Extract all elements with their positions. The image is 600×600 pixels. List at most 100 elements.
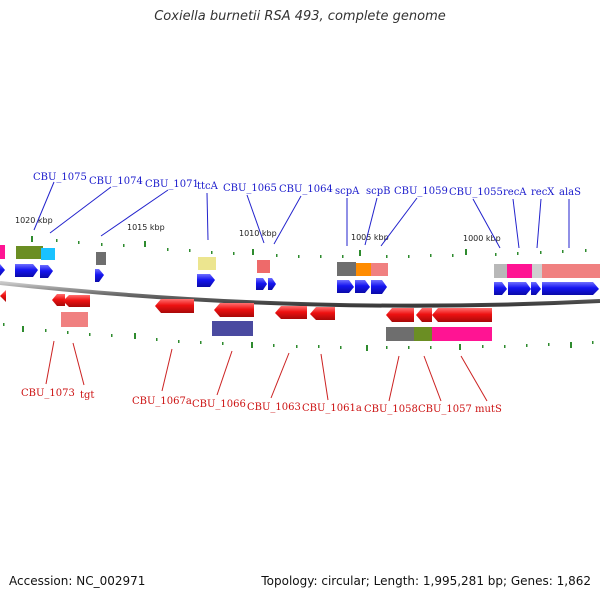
scale-tick <box>22 326 24 332</box>
scale-tick <box>89 333 91 336</box>
scale-tick <box>200 341 202 344</box>
scale-tick <box>189 249 191 252</box>
gene-label: ttcA <box>197 181 219 192</box>
scale-tick <box>251 342 253 348</box>
feature-box <box>198 257 216 270</box>
scale-tick <box>318 345 320 348</box>
leader-line <box>472 198 501 249</box>
scale-label: 1020 kbp <box>15 216 53 225</box>
leader-line <box>33 181 55 231</box>
scale-tick <box>156 338 158 341</box>
leader-lines-forward <box>33 181 570 249</box>
scale-tick <box>45 329 47 332</box>
scale-tick <box>276 254 278 257</box>
leader-line <box>460 355 488 402</box>
scale-label: 1005 kbp <box>351 233 389 242</box>
gene-label: CBU_1061a <box>302 403 362 414</box>
forward-gene-labels: CBU_1075 CBU_1074 CBU_1071 ttcA CBU_1065… <box>33 172 581 198</box>
scale-tick <box>562 250 564 253</box>
leader-line <box>423 355 442 402</box>
scale-tick <box>178 340 180 343</box>
scale-tick <box>67 331 69 334</box>
feature-box <box>532 264 542 278</box>
gene-label: CBU_1067a <box>132 396 192 407</box>
scale-tick <box>167 248 169 251</box>
scale-label: 1015 kbp <box>127 223 165 232</box>
scale-tick <box>452 254 454 257</box>
scale-tick <box>111 334 113 337</box>
gene-arrow-reverse <box>214 303 254 317</box>
scale-tick <box>430 254 432 257</box>
leader-line <box>216 350 233 396</box>
scale-tick <box>31 236 33 242</box>
gene-label: mutS <box>475 404 502 415</box>
feature-box <box>212 321 253 336</box>
scale-tick <box>3 323 5 326</box>
leader-line <box>270 352 290 399</box>
gene-arrow-reverse <box>386 308 414 322</box>
scale-tick <box>123 244 125 247</box>
gene-label: CBU_1065 <box>223 183 277 194</box>
gene-label: CBU_1055 <box>449 187 503 198</box>
gene-arrow-reverse <box>310 307 335 320</box>
gene-arrow-reverse <box>275 306 307 319</box>
scale-ticks-upper <box>31 236 587 258</box>
feature-box <box>494 264 507 278</box>
gene-label: CBU_1058 <box>364 404 418 415</box>
gene-label: CBU_1074 <box>89 176 143 187</box>
gene-arrow-forward <box>256 278 267 290</box>
leader-line <box>45 340 55 385</box>
scale-tick <box>273 344 275 347</box>
gene-label: CBU_1064 <box>279 184 333 195</box>
feature-box <box>96 252 106 265</box>
gene-label: scpB <box>366 186 390 197</box>
leader-line <box>49 186 112 234</box>
leader-line <box>246 194 265 244</box>
scale-tick <box>465 249 467 255</box>
feature-box <box>542 264 600 278</box>
scale-tick <box>386 255 388 258</box>
genome-stats-label: Topology: circular; Length: 1,995,281 bp… <box>261 574 591 588</box>
gene-label: CBU_1066 <box>192 399 246 410</box>
scale-tick <box>592 341 594 344</box>
gene-arrow-forward <box>355 280 370 293</box>
gene-label: tgt <box>80 390 94 401</box>
gene-label: CBU_1073 <box>21 388 75 399</box>
feature-box <box>61 312 88 327</box>
gene-arrow-forward <box>542 282 599 295</box>
gene-arrow-forward <box>95 269 104 282</box>
gene-arrow-reverse <box>432 308 492 322</box>
leader-line <box>161 348 173 392</box>
gene-label: CBU_1075 <box>33 172 87 183</box>
gene-arrow-forward <box>40 265 53 278</box>
gene-label: CBU_1071 <box>145 179 199 190</box>
leader-line <box>512 198 520 249</box>
scale-tick <box>570 342 572 348</box>
gene-label: alaS <box>559 187 581 198</box>
scale-tick <box>504 345 506 348</box>
feature-box <box>371 263 388 276</box>
gene-arrow-reverse <box>52 294 65 306</box>
reverse-genes <box>0 290 492 322</box>
leader-line <box>364 197 378 246</box>
leader-lines-reverse <box>45 340 488 402</box>
scale-label: 1010 kbp <box>239 229 277 238</box>
scale-tick <box>517 252 519 255</box>
scale-tick <box>526 344 528 347</box>
gene-arrow-forward <box>0 264 5 276</box>
scale-tick <box>408 346 410 349</box>
scale-tick <box>233 252 235 255</box>
gene-label: recX <box>531 187 555 198</box>
leader-line <box>72 342 85 386</box>
scale-tick <box>296 345 298 348</box>
scale-tick <box>134 333 136 339</box>
gene-arrow-reverse <box>63 295 90 307</box>
gene-arrow-forward <box>371 280 387 294</box>
feature-box <box>41 248 55 260</box>
gene-label: scpA <box>335 186 360 197</box>
scale-ticks-lower <box>3 323 594 351</box>
scale-tick <box>222 342 224 345</box>
leader-line <box>273 195 302 245</box>
